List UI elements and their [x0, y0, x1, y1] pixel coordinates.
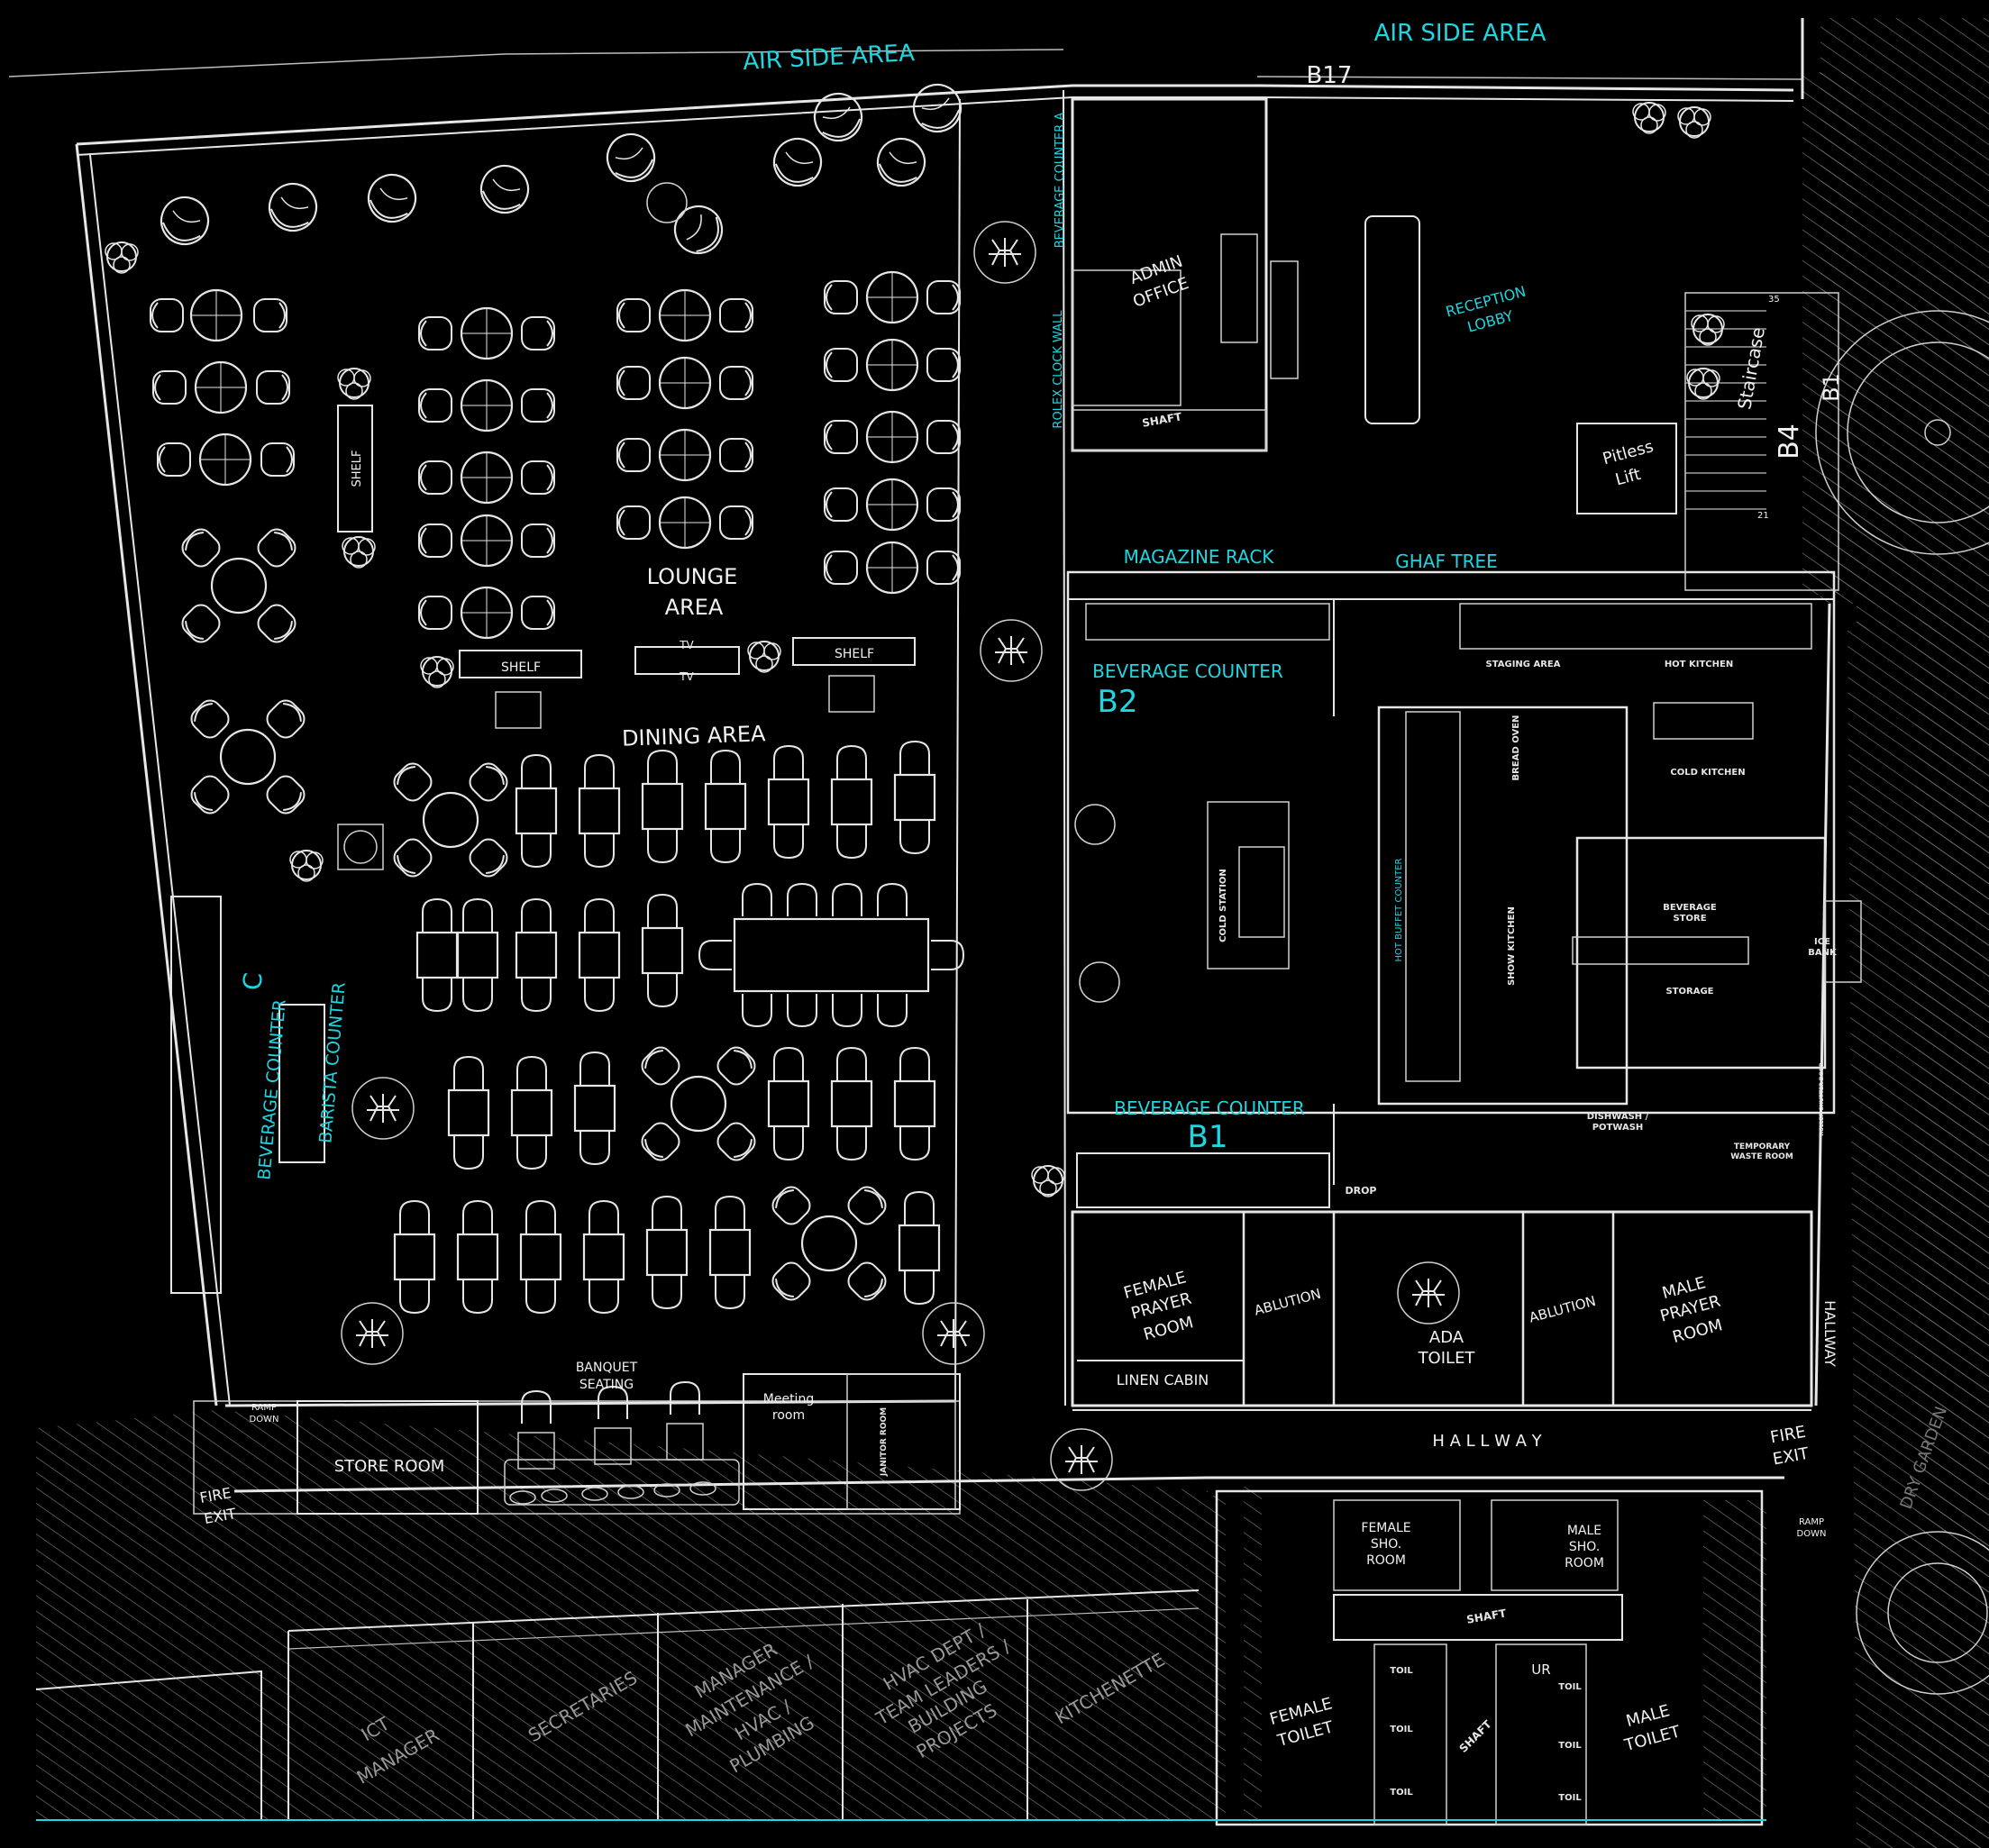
label-shelf-2: SHELF: [835, 647, 874, 661]
label-dishwash-2: POTWASH: [1592, 1123, 1644, 1133]
label-bev-store-1: BEVERAGE: [1663, 903, 1717, 913]
label-toil-5: TOIL: [1558, 1741, 1582, 1751]
label-banquet-1: BANQUET: [576, 1361, 638, 1375]
room-labels: AIR SIDE AREA AIR SIDE AREA B17 BEVERAGE…: [198, 20, 1951, 1803]
lounge-furniture: [105, 77, 1725, 1491]
label-cold-station: COLD STATION: [1218, 869, 1228, 942]
label-janitor: JANITOR ROOM: [880, 1407, 889, 1477]
label-dining-area: DINING AREA: [622, 721, 767, 751]
label-linen-cabin: LINEN CABIN: [1117, 1371, 1209, 1388]
label-ramp-right-1: RAMP: [1799, 1517, 1824, 1527]
label-bev-counter-c: BEVERAGE COUNTER: [254, 998, 289, 1180]
label-male-sho-2: SHO.: [1569, 1540, 1600, 1554]
label-pitless-1: Pitless: [1601, 437, 1656, 469]
label-lounge-1: LOUNGE: [647, 564, 738, 589]
label-fire-exit-right-1: FIRE: [1769, 1423, 1808, 1448]
label-meeting-2: room: [772, 1408, 805, 1423]
label-magazine-rack: MAGAZINE RACK: [1124, 546, 1275, 568]
label-bread-oven: BREAD OVEN: [1511, 715, 1521, 781]
hatched-zones: [36, 18, 1989, 1848]
label-hot-kitchen: HOT KITCHEN: [1665, 660, 1733, 669]
label-bev-counter-b1: BEVERAGE COUNTER: [1114, 1097, 1305, 1119]
label-shaft-2: SHAFT: [1465, 1607, 1508, 1626]
label-female-sho-2: SHO.: [1371, 1537, 1401, 1552]
label-ramp-right-2: DOWN: [1797, 1529, 1827, 1539]
label-ice-bank-1: ICE: [1814, 937, 1830, 947]
label-banquet-2: SEATING: [579, 1378, 634, 1392]
label-stair-35: 35: [1768, 295, 1780, 305]
label-barista: BARISTA COUNTER: [315, 981, 350, 1143]
label-toil-6: TOIL: [1558, 1793, 1582, 1803]
label-temp-waste-1: TEMPORARY: [1734, 1142, 1791, 1152]
circular-structure: [1815, 310, 1989, 1695]
label-tv-2: TV: [679, 670, 694, 683]
label-ablution-right: ABLUTION: [1528, 1293, 1598, 1326]
label-hallway-h: H A L L W A Y: [1432, 1432, 1542, 1451]
label-toil-1: TOIL: [1390, 1666, 1413, 1676]
label-ice-bank-2: BANK: [1808, 948, 1838, 958]
label-store-room: STORE ROOM: [334, 1457, 445, 1476]
label-male-sho-1: MALE: [1567, 1524, 1601, 1538]
label-shelf-vertical: SHELF: [351, 451, 364, 487]
label-dishwash-1: DISHWASH /: [1587, 1112, 1649, 1122]
label-meeting-1: Meeting: [763, 1392, 814, 1406]
label-bev-store-2: STORE: [1673, 914, 1706, 924]
label-ada-2: TOILET: [1418, 1349, 1476, 1368]
label-show-kitchen: SHOW KITCHEN: [1507, 906, 1517, 986]
label-air-side-left: AIR SIDE AREA: [743, 40, 916, 76]
label-drop: DROP: [1345, 1185, 1376, 1197]
label-b17: B17: [1307, 62, 1353, 89]
label-hallway-v: HALLWAY: [1821, 1300, 1838, 1367]
label-toil-2: TOIL: [1390, 1725, 1413, 1734]
label-shelf-1: SHELF: [501, 660, 541, 675]
label-hot-buffet: HOT BUFFET COUNTER: [1394, 858, 1404, 961]
label-tv-1: TV: [679, 639, 694, 651]
label-stair-21: 21: [1757, 511, 1769, 521]
label-ramp-left-1: RAMP: [251, 1403, 277, 1413]
label-b1-right: B1: [1819, 373, 1844, 402]
label-b4: B4: [1774, 423, 1805, 460]
label-storage: STORAGE: [1665, 987, 1713, 997]
label-rolex-wall: ROLEX CLOCK WALL: [1052, 310, 1065, 429]
label-ada-1: ADA: [1429, 1328, 1464, 1347]
label-ur: UR: [1531, 1661, 1550, 1678]
label-ramp-left-2: DOWN: [250, 1415, 279, 1425]
label-male-sho-3: ROOM: [1565, 1556, 1604, 1570]
label-shaft-1: SHAFT: [1141, 410, 1183, 430]
label-bev-counter-a: BEVERAGE COUNTER A: [1054, 113, 1067, 249]
label-roller-shutter: ROLLER SHUTTER DOOR: [1819, 1062, 1825, 1136]
label-air-side-right: AIR SIDE AREA: [1374, 20, 1546, 47]
dining-furniture: [390, 742, 964, 1505]
label-female-sho-1: FEMALE: [1361, 1521, 1410, 1535]
label-ablution-left: ABLUTION: [1253, 1286, 1323, 1319]
label-ghaf-tree: GHAF TREE: [1395, 551, 1497, 572]
label-toil-3: TOIL: [1390, 1788, 1413, 1798]
label-pitless-2: Lift: [1613, 465, 1643, 490]
label-lounge-2: AREA: [665, 595, 724, 620]
label-bev-counter-b2: BEVERAGE COUNTER: [1092, 660, 1283, 682]
label-temp-waste-2: WASTE ROOM: [1730, 1152, 1793, 1161]
label-toil-4: TOIL: [1558, 1682, 1582, 1692]
label-staircase: Staircase: [1733, 325, 1769, 411]
label-fire-exit-right-2: EXIT: [1772, 1444, 1811, 1470]
label-c: C: [237, 971, 269, 991]
label-staging-area: STAGING AREA: [1486, 660, 1561, 669]
label-female-sho-3: ROOM: [1366, 1553, 1406, 1568]
label-b2: B2: [1098, 684, 1138, 720]
label-b1: B1: [1188, 1119, 1228, 1155]
walls: [8, 18, 1862, 1826]
label-cold-kitchen: COLD KITCHEN: [1670, 768, 1745, 778]
label-shaft-3: SHAFT: [1457, 1717, 1495, 1755]
